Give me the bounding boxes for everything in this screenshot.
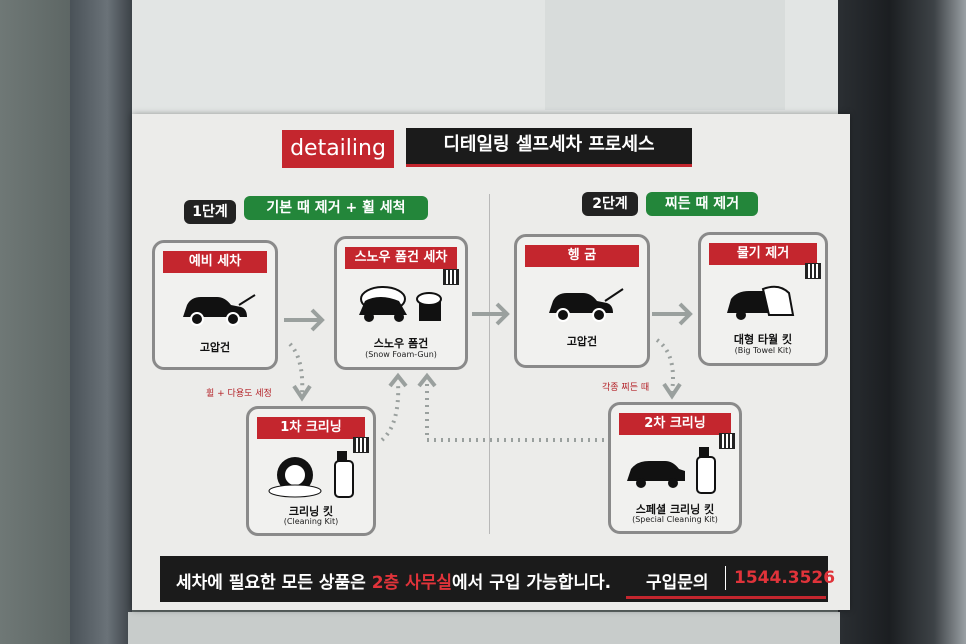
footer-msg-highlight: 2층 사무실 — [371, 573, 453, 593]
step-title: 1차 크리닝 — [257, 417, 365, 439]
step-sub: (Cleaning Kit) — [283, 517, 339, 526]
step-title: 스노우 폼건 세차 — [345, 247, 457, 269]
stage1-label: 1단계 — [184, 200, 236, 224]
qr-code-icon — [443, 269, 459, 285]
qr-code-icon — [353, 437, 369, 453]
car-icon — [183, 294, 256, 326]
contact-label: 구입문의 — [646, 573, 709, 593]
step-cleaning-1: 1차 크리닝 크리닝 킷 (Cleaning Kit) — [246, 406, 376, 536]
stage2-desc: 찌든 때 제거 — [646, 192, 758, 216]
step-title: 예비 세차 — [163, 251, 267, 273]
wall-background — [0, 0, 80, 644]
footer-msg-a: 세차에 필요한 모든 상품은 — [176, 573, 372, 593]
step-label: 크리닝 킷 — [288, 505, 334, 518]
stubborn-note: 각종 찌든 때 — [602, 383, 650, 393]
dotted-connector — [288, 342, 305, 395]
towel-car-icon — [727, 285, 795, 320]
arrow-head-icon — [417, 372, 437, 388]
flow-arrows — [284, 302, 693, 442]
footer-message: 세차에 필요한 모든 상품은 2층 사무실에서 구입 가능합니다. — [176, 568, 611, 593]
car-spray-icon — [627, 447, 716, 494]
arrow-head-icon — [662, 382, 682, 400]
arrow-head-icon — [292, 384, 312, 402]
arrow-head-icon — [388, 372, 408, 388]
step-title: 2차 크리닝 — [619, 413, 731, 435]
step-title: 물기 제거 — [709, 243, 817, 265]
dotted-connector — [425, 384, 607, 442]
stage1-desc: 기본 때 제거 + 휠 세척 — [244, 196, 428, 220]
step-label: 고압건 — [566, 335, 598, 348]
footer-banner: 세차에 필요한 모든 상품은 2층 사무실에서 구입 가능합니다. 구입문의 1… — [160, 556, 835, 602]
wheel-spray-icon — [268, 451, 354, 498]
wheel-note: 휠 + 다용도 세정 — [206, 389, 272, 399]
process-poster: detailing 디테일링 셀프세차 프로세스 1단계 기본 때 제거 + 휠… — [132, 114, 850, 610]
step-label: 스노우 폼건 — [373, 337, 429, 350]
step-sub: (Special Cleaning Kit) — [632, 515, 718, 524]
step-label: 대형 타월 킷 — [733, 333, 793, 346]
step-drying: 물기 제거 대형 타월 킷 (Big Towel Kit) — [698, 232, 828, 366]
arrow-icon — [652, 302, 693, 326]
stage2-label: 2단계 — [582, 192, 638, 216]
foam-car-icon — [359, 286, 442, 322]
step-label: 고압건 — [199, 341, 231, 354]
step-cleaning-2: 2차 크리닝 스페셜 크리닝 킷 (Special Cleaning Kit) — [608, 402, 742, 534]
glass-panel-bottom — [128, 612, 840, 644]
arrow-icon — [284, 308, 325, 332]
qr-code-icon — [719, 433, 735, 449]
step-label: 스페셜 크리닝 킷 — [635, 503, 715, 516]
car-icon — [549, 288, 624, 322]
contact-divider — [725, 566, 726, 590]
footer-msg-b: 에서 구입 가능합니다. — [452, 573, 612, 593]
door-frame-right — [838, 0, 966, 644]
stage-divider — [489, 194, 490, 534]
step-sub: (Big Towel Kit) — [734, 346, 792, 355]
detailing-logo: detailing — [282, 130, 394, 168]
step-snow-foam: 스노우 폼건 세차 스노우 폼건 (Snow Foam-Gun) — [334, 236, 468, 370]
footer-accent-line — [626, 596, 826, 599]
paper-behind-glass — [545, 0, 785, 110]
step-pre-wash: 예비 세차 고압건 — [152, 240, 278, 370]
contact-phone: 1544.3526 — [734, 568, 836, 588]
dotted-connector — [380, 381, 401, 442]
qr-code-icon — [805, 263, 821, 279]
arrow-icon — [472, 302, 510, 326]
door-frame-left — [70, 0, 132, 644]
step-title: 헹 굼 — [525, 245, 639, 267]
step-rinse: 헹 굼 고압건 — [514, 234, 650, 368]
poster-title: 디테일링 셀프세차 프로세스 — [406, 128, 692, 167]
step-sub: (Snow Foam-Gun) — [365, 350, 437, 359]
